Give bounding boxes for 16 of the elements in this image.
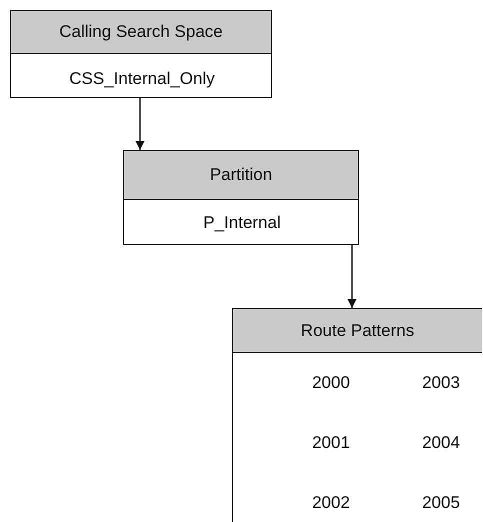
table-box [123, 150, 359, 245]
pattern-number: 2005 [422, 493, 460, 513]
pattern-number: 2002 [312, 493, 350, 513]
header-cell: Partition [124, 151, 358, 200]
arrow [348, 245, 356, 308]
arrow [136, 98, 144, 150]
pattern-number: 2000 [312, 373, 350, 393]
table-box [232, 308, 482, 522]
pattern-number: 2001 [312, 433, 350, 453]
table-box [10, 10, 272, 98]
name-text: CSS_Internal_Only [69, 69, 215, 89]
pattern-number: 2003 [422, 373, 460, 393]
header-cell: Calling Search Space [11, 11, 271, 54]
header-cell: Route Patterns [233, 309, 482, 353]
pattern-number: 2004 [422, 433, 460, 453]
name-text: P_Internal [203, 213, 281, 233]
